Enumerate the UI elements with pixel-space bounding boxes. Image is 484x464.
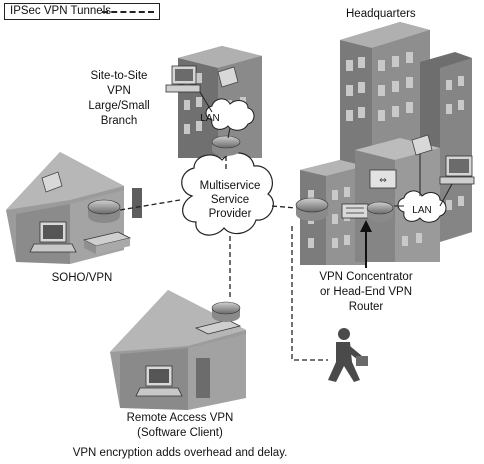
- branch-label-line1: Site-to-Site: [90, 70, 148, 82]
- router-icon: [211, 301, 241, 322]
- concentrator-arrow: [360, 220, 372, 268]
- router-icon: [211, 135, 241, 156]
- branch-label-line4: Branch: [100, 115, 138, 127]
- headquarters-label: Headquarters: [346, 8, 416, 20]
- router-icon: [87, 199, 121, 223]
- provider-label-line3: Provider: [208, 208, 252, 220]
- provider-label-line2: Service: [210, 194, 250, 206]
- lan-hq-label: LAN: [412, 205, 432, 216]
- branch-label-line3: Large/Small: [88, 100, 150, 112]
- svg-text:⇔: ⇔: [379, 176, 387, 186]
- router-icon: [366, 201, 394, 222]
- vpn-tunnel-lines: [119, 156, 328, 361]
- concentrator-label-line1: VPN Concentrator: [319, 271, 413, 283]
- soho-house: [6, 152, 142, 264]
- provider-label-line1: Multiservice: [199, 180, 261, 192]
- legend: IPSec VPN Tunnels: [4, 3, 160, 20]
- lan-cloud-hq: [397, 190, 447, 223]
- router-icon: [295, 197, 329, 221]
- remote-label-line2: (Software Client): [137, 427, 223, 439]
- lan-links: [199, 91, 453, 207]
- branch-label-line2: VPN: [107, 85, 131, 97]
- caption: VPN encryption adds overhead and delay.: [72, 447, 288, 459]
- lan-cloud-branch: [205, 98, 255, 131]
- legend-label: IPSec VPN Tunnels: [10, 5, 111, 17]
- soho-label: SOHO/VPN: [51, 272, 113, 284]
- provider-cloud: [181, 152, 274, 236]
- mobile-user-icon: [328, 328, 368, 382]
- remote-label-line1: Remote Access VPN: [126, 412, 234, 424]
- headquarters-building: ⇔: [300, 22, 475, 265]
- concentrator-label-line2: or Head-End VPN: [319, 286, 413, 298]
- concentrator-label-line3: Router: [348, 301, 384, 313]
- legend-dashed-line: [102, 11, 154, 13]
- remote-house: [110, 290, 246, 410]
- lan-branch-label: LAN: [200, 113, 220, 124]
